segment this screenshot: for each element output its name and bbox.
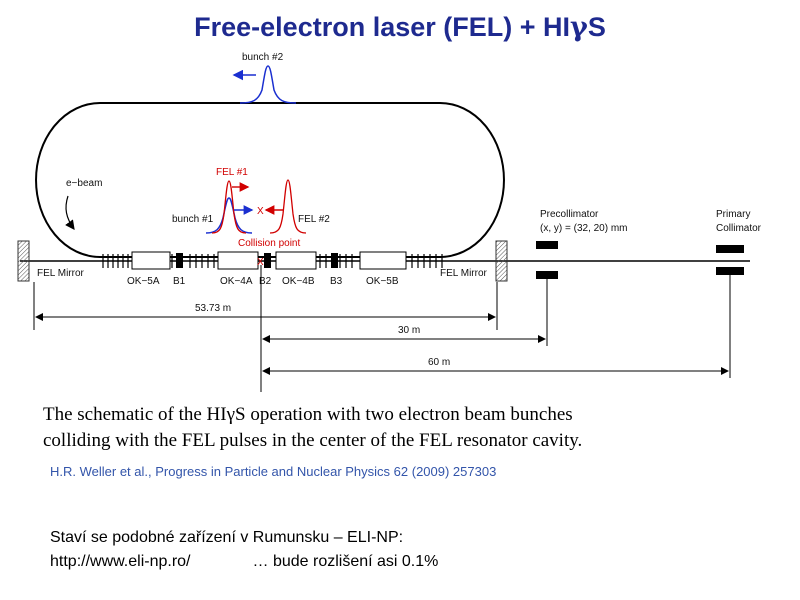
bunch2-pulse [239, 65, 297, 104]
fel-schematic: OK−5A B1 OK−4A B2 OK−4B B3 OK−5B FEL Mir… [17, 52, 762, 392]
label-b1: B1 [173, 276, 186, 287]
slide-title: Free-electron laser (FEL) + HIγS [0, 12, 800, 43]
caption-line-1-pre: The schematic of the HI [43, 404, 227, 425]
label-dim-60m: 60 m [428, 357, 450, 368]
label-ok4b: OK−4B [282, 276, 315, 287]
precollimator-top [536, 241, 558, 249]
label-mirror-left: FEL Mirror [37, 268, 85, 279]
label-collision-point: Collision point [238, 238, 300, 249]
undulator-ok4b [275, 251, 317, 270]
reference-citation: H.R. Weller et al., Progress in Particle… [50, 464, 497, 479]
label-b3: B3 [330, 276, 343, 287]
undulator-ok4a [217, 251, 259, 270]
right-mirror [495, 240, 508, 282]
label-fel2: FEL #2 [298, 214, 330, 225]
label-primary: Primary [716, 209, 750, 220]
label-precollimator: Precollimator [540, 209, 599, 220]
buncher-b2 [264, 253, 271, 268]
fel2-pulse [269, 179, 307, 234]
magnet-ticks [102, 254, 443, 268]
label-dim-53m: 53.73 m [195, 303, 231, 314]
caption-line-1-post: S operation with two electron beam bunch… [235, 404, 573, 425]
label-x-mark: X [257, 206, 264, 217]
caption-line-1: The schematic of the HIγS operation with… [43, 402, 763, 428]
fel1-pulse [211, 180, 247, 234]
eli-np-url[interactable]: http://www.eli-np.ro/ [50, 553, 191, 570]
ebeam-arrow [65, 195, 75, 230]
undulator-ok5a [131, 251, 171, 270]
caption-line-2: colliding with the FEL pulses in the cen… [43, 430, 583, 451]
note-line-2: http://www.eli-np.ro/ … bude rozlišení as… [50, 553, 438, 571]
label-dim-30m: 30 m [398, 325, 420, 336]
label-bunch2: bunch #2 [242, 52, 284, 63]
label-ok4a: OK−4A [220, 276, 253, 287]
label-collimator: Collimator [716, 223, 762, 234]
primary-collimator-top [716, 245, 744, 253]
buncher-b3 [331, 253, 338, 268]
label-precollimator-pos: (x, y) = (32, 20) mm [540, 223, 628, 234]
note-tail: … bude rozlišení asi 0.1% [252, 553, 439, 570]
label-ok5b: OK−5B [366, 276, 399, 287]
label-b2: B2 [259, 276, 272, 287]
label-mirror-right: FEL Mirror [440, 268, 488, 279]
collision-x-mark: X [257, 257, 264, 268]
storage-ring [35, 102, 505, 258]
title-prefix: Free-electron laser (FEL) + HI [194, 12, 571, 42]
label-ok5a: OK−5A [127, 276, 160, 287]
bunch1-pulse [205, 197, 253, 234]
figure-caption: The schematic of the HIγS operation with… [43, 402, 763, 454]
note-line-1: Staví se podobné zařízení v Rumunsku – E… [50, 529, 404, 546]
label-bunch1: bunch #1 [172, 214, 214, 225]
precollimator-bottom [536, 271, 558, 279]
title-suffix: S [587, 12, 606, 42]
caption-gamma: γ [226, 404, 235, 425]
undulator-ok5b [359, 251, 407, 270]
label-fel1: FEL #1 [216, 167, 248, 178]
label-ebeam: e−beam [66, 178, 102, 189]
primary-collimator-bottom [716, 267, 744, 275]
left-mirror [17, 240, 30, 282]
title-gamma: γ [570, 12, 588, 43]
buncher-b1 [176, 253, 183, 268]
